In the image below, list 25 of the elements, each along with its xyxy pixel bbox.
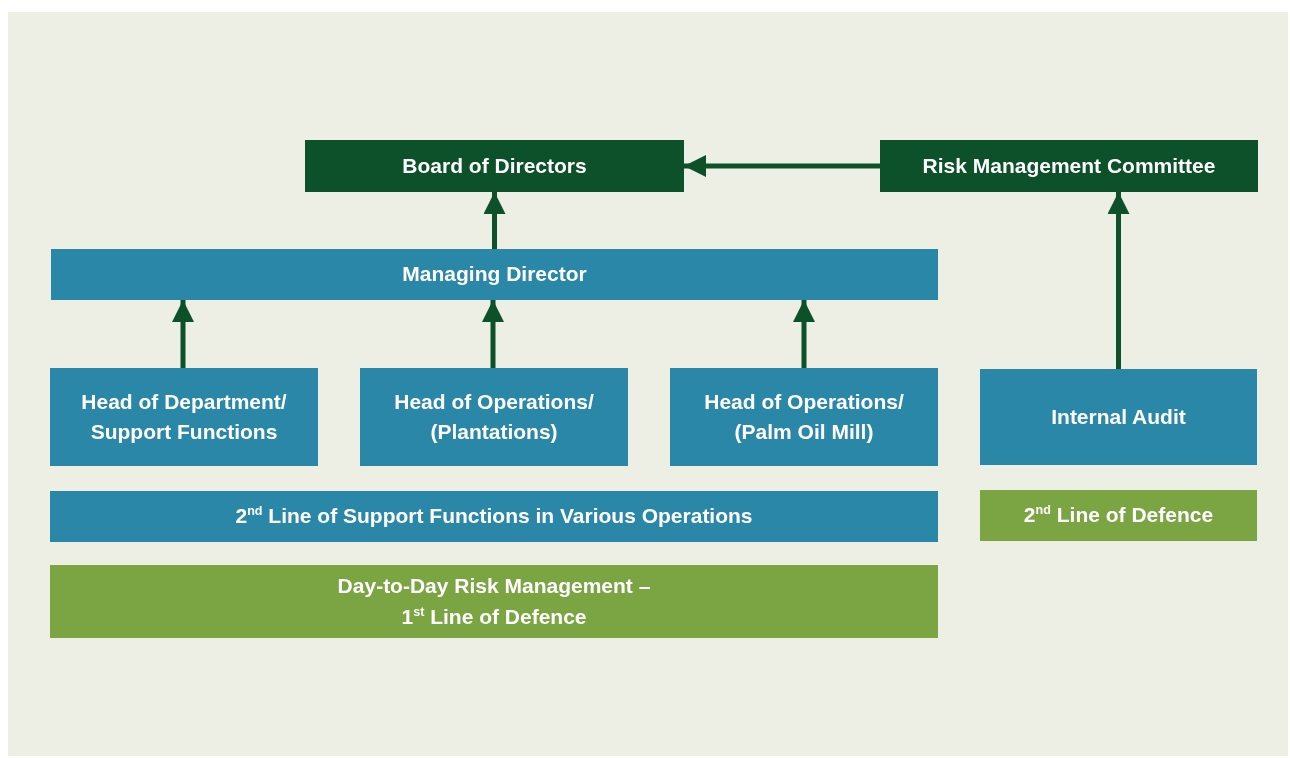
- arrow: [483, 192, 506, 249]
- node-label: Managing Director: [402, 261, 587, 288]
- arrow: [1107, 192, 1130, 369]
- support-line-band: [50, 491, 938, 542]
- node-label: Day-to-Day Risk Management – 1$^{st}$ Line of Defence: [336, 573, 652, 630]
- arrow: [482, 300, 504, 368]
- department-box: [50, 368, 318, 466]
- node-label: Head of Operations/ (Palm Oil Mill): [703, 388, 905, 445]
- defence-line-band: [50, 565, 938, 638]
- node-label: Head of Department/ Support Functions: [80, 388, 288, 445]
- committee-box: [880, 140, 1258, 192]
- arrow: [172, 300, 194, 368]
- board-box: [305, 140, 684, 192]
- arrow: [793, 300, 815, 368]
- operations-box: [670, 368, 938, 466]
- node-label: 2$^{nd}$ Line of Defence: [1023, 502, 1214, 529]
- audit-box: [980, 369, 1257, 465]
- node-label: 2$^{nd}$ Line of Support Functions in Various Operations: [235, 503, 753, 530]
- arrow: [684, 155, 880, 177]
- operations-box: [360, 368, 628, 466]
- node-label: Risk Management Committee: [922, 152, 1216, 179]
- node-label: Board of Directors: [402, 152, 587, 179]
- director-box: [51, 249, 938, 300]
- node-label: Internal Audit: [1051, 403, 1186, 430]
- node-label: Head of Operations/ (Plantations): [393, 388, 595, 445]
